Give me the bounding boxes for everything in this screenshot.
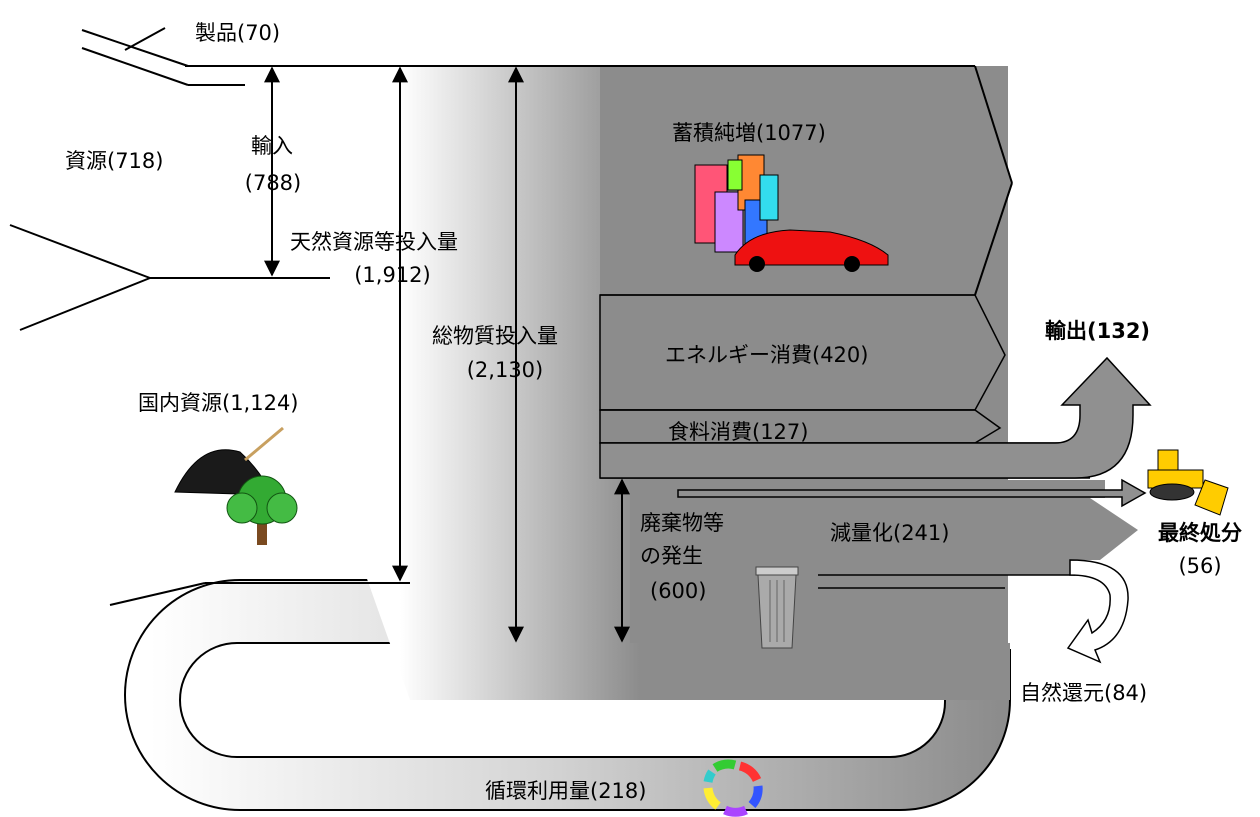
waste-line1: 廃棄物等 <box>640 511 724 535</box>
final-disposal-title: 最終処分 <box>1158 521 1242 545</box>
total-input-value: (2,130) <box>466 358 544 382</box>
final-disposal-value: (56) <box>1178 554 1222 578</box>
reduction-label: 減量化(241) <box>830 521 950 545</box>
exports-label: 輸出(132) <box>1045 319 1151 343</box>
waste-line2: の発生 <box>640 544 703 568</box>
imports-value: (788) <box>244 171 302 195</box>
natural-input-title: 天然資源等投入量 <box>290 230 458 254</box>
natural-return-label: 自然還元(84) <box>1020 681 1148 705</box>
tree-icon <box>226 475 298 545</box>
exports-arrow <box>599 356 1152 479</box>
products-label: 製品(70) <box>195 21 281 45</box>
energy-label: エネルギー消費(420) <box>665 343 869 367</box>
waste-value: (600) <box>650 579 707 603</box>
natural-input-value: (1,912) <box>354 263 431 287</box>
reduction-band <box>630 480 1138 643</box>
food-label: 食料消費(127) <box>668 420 809 444</box>
car-icon <box>734 229 889 272</box>
recycling-loop-band <box>124 579 1011 811</box>
total-input-title: 総物質投入量 <box>432 324 558 348</box>
trash-can-icon <box>755 566 799 649</box>
natural-return-arrow <box>1066 559 1129 664</box>
accumulation-label: 蓄積純増(1077) <box>672 121 826 145</box>
buildings-icon <box>694 154 779 253</box>
recycle-icon <box>703 759 763 817</box>
recycling-label: 循環利用量(218) <box>485 779 647 803</box>
domestic-resources-label: 国内資源(1,124) <box>138 391 299 415</box>
imports-title: 輸入 <box>251 134 293 158</box>
final-disposal-arrow <box>677 478 1147 508</box>
resources-label: 資源(718) <box>65 149 164 173</box>
bulldozer-icon <box>1147 449 1229 516</box>
